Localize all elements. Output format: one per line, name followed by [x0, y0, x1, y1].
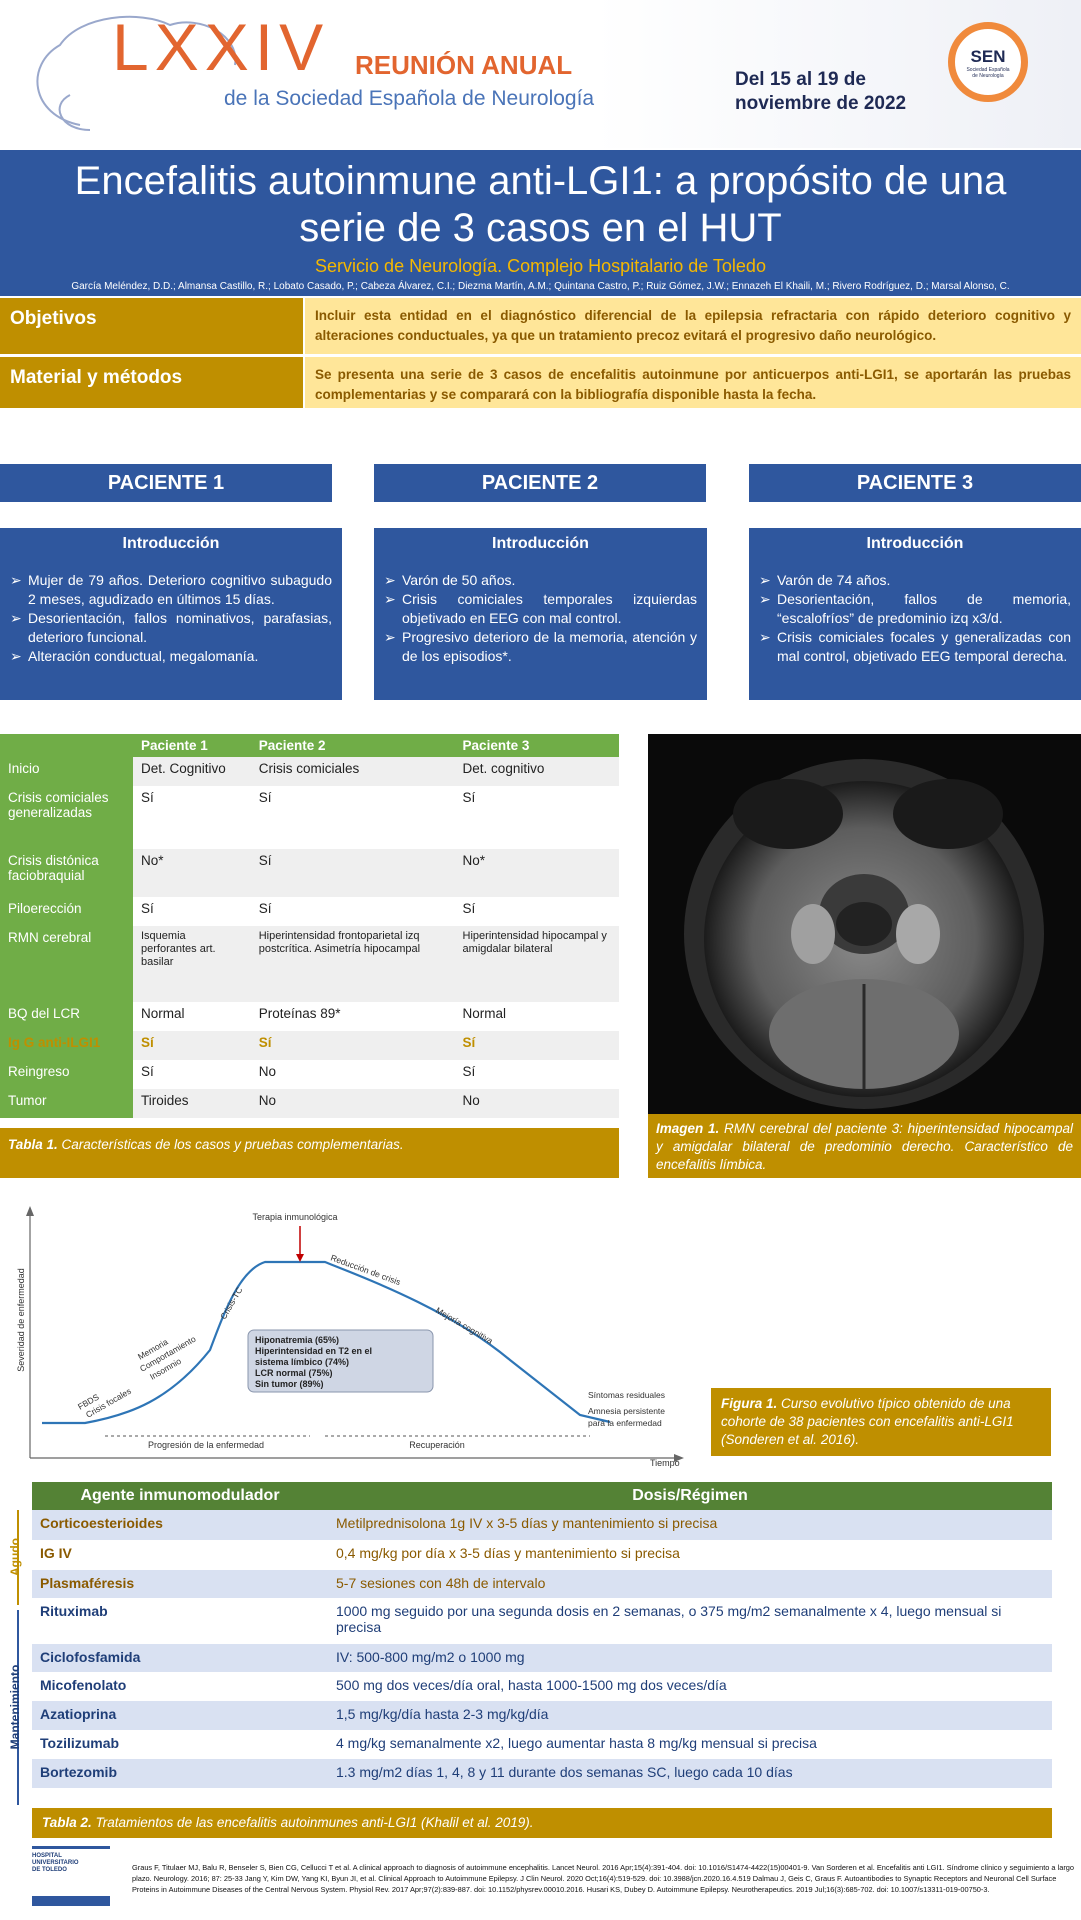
objetivos-label: Objetivos: [0, 298, 303, 354]
congress-name: REUNIÓN ANUAL: [355, 50, 573, 80]
patient-1-heading: PACIENTE 1: [0, 464, 332, 502]
svg-text:Sin tumor (89%): Sin tumor (89%): [255, 1379, 324, 1389]
patient-1-intro: Introducción Mujer de 79 años. Deterioro…: [0, 528, 342, 700]
figure-1-course-diagram: Severidad de enfermedad Tiempo Terapia i…: [10, 1200, 690, 1470]
mri-image: [648, 734, 1081, 1114]
congress-dates: Del 15 al 19 de noviembre de 2022: [735, 69, 907, 114]
y-axis-label: Severidad de enfermedad: [16, 1268, 26, 1372]
list-item: Crisis comiciales temporales izquierdas …: [384, 590, 697, 628]
table-header-row: Agente inmunomodulador Dosis/Régimen: [32, 1482, 1052, 1510]
poster-title: Encefalitis autoinmune anti-LGI1: a prop…: [74, 159, 1007, 250]
list-item: Progresivo deterioro de la memoria, aten…: [384, 628, 697, 666]
department: Servicio de Neurología. Complejo Hospita…: [315, 256, 766, 276]
list-item: Alteración conductual, megalomanía.: [10, 647, 332, 666]
list-item: Varón de 74 años.: [759, 571, 1071, 590]
sen-logo: SEN Sociedad Española de Neurología: [948, 22, 1028, 102]
brain-mri-icon: [684, 759, 1044, 1109]
congress-header: LXXIV REUNIÓN ANUAL de la Sociedad Españ…: [0, 0, 1081, 148]
list-item: Desorientación, fallos de memoria, “esca…: [759, 590, 1071, 628]
phase-progression: Progresión de la enfermedad: [148, 1440, 264, 1450]
svg-text:LCR normal (75%): LCR normal (75%): [255, 1368, 333, 1378]
findings-box: [247, 1329, 434, 1393]
metodos-label: Material y métodos: [0, 357, 303, 408]
curve-label: Síntomas residuales: [588, 1390, 665, 1400]
figure-1-caption: Figura 1. Curso evolutivo típico obtenid…: [711, 1388, 1051, 1456]
hospital-logo: HOSPITAL UNIVERSITARIO DE TOLEDO: [32, 1846, 110, 1912]
patient-2-heading: PACIENTE 2: [374, 464, 706, 502]
curve-label: Reducción de crisis: [329, 1252, 402, 1287]
authors: García Meléndez, D.D.; Almansa Castillo,…: [71, 281, 1010, 292]
patient-3-heading: PACIENTE 3: [749, 464, 1081, 502]
society-name: de la Sociedad Española de Neurología: [224, 87, 595, 110]
metodos-text: Se presenta una serie de 3 casos de ence…: [305, 357, 1081, 408]
congress-number: LXXIV: [112, 10, 330, 84]
curve-label: Crisis-TC: [218, 1285, 244, 1321]
disease-course-curve: [42, 1260, 611, 1425]
table-1-caption: Tabla 1. Características de los casos y …: [0, 1128, 619, 1178]
svg-text:sistema límbico (74%): sistema límbico (74%): [255, 1357, 349, 1367]
therapy-label: Terapia inmunológica: [252, 1212, 337, 1222]
table-2: Agente inmunomodulador Dosis/Régimen Cor…: [32, 1482, 1052, 1788]
list-item: Crisis comiciales focales y generalizada…: [759, 628, 1071, 666]
title-banner: [0, 150, 1081, 296]
table-header-row: Paciente 1 Paciente 2 Paciente 3: [0, 734, 619, 757]
patient-3-intro: Introducción Varón de 74 años. Desorient…: [749, 528, 1081, 700]
image-1-caption: Imagen 1. RMN cerebral del paciente 3: h…: [648, 1114, 1081, 1178]
patient-2-intro: Introducción Varón de 50 años. Crisis co…: [374, 528, 707, 700]
phase-recovery: Recuperación: [409, 1440, 465, 1450]
svg-text:Hiperintensidad en T2 en el: Hiperintensidad en T2 en el: [255, 1346, 372, 1356]
curve-label: para la enfermedad: [588, 1418, 662, 1428]
brain-outline-icon: [36, 15, 237, 131]
curve-label: Amnesia persistente: [588, 1406, 665, 1416]
list-item: Desorientación, fallos nominativos, para…: [10, 609, 332, 647]
list-item: Mujer de 79 años. Deterioro cognitivo su…: [10, 571, 332, 609]
x-axis-label: Tiempo: [650, 1458, 680, 1468]
acute-side-label: Agudo: [5, 1510, 29, 1605]
list-item: Varón de 50 años.: [384, 571, 697, 590]
table-2-caption: Tabla 2. Tratamientos de las encefalitis…: [32, 1808, 1052, 1838]
references: Graus F, Titulaer MJ, Balu R, Benseler S…: [132, 1863, 1075, 1894]
maintenance-side-label: Mantenimiento: [5, 1610, 29, 1805]
objetivos-text: Incluir esta entidad en el diagnóstico d…: [305, 298, 1081, 354]
svg-text:Hiponatremia (65%): Hiponatremia (65%): [255, 1335, 339, 1345]
curve-label: Mejoría cognitiva: [434, 1305, 495, 1346]
